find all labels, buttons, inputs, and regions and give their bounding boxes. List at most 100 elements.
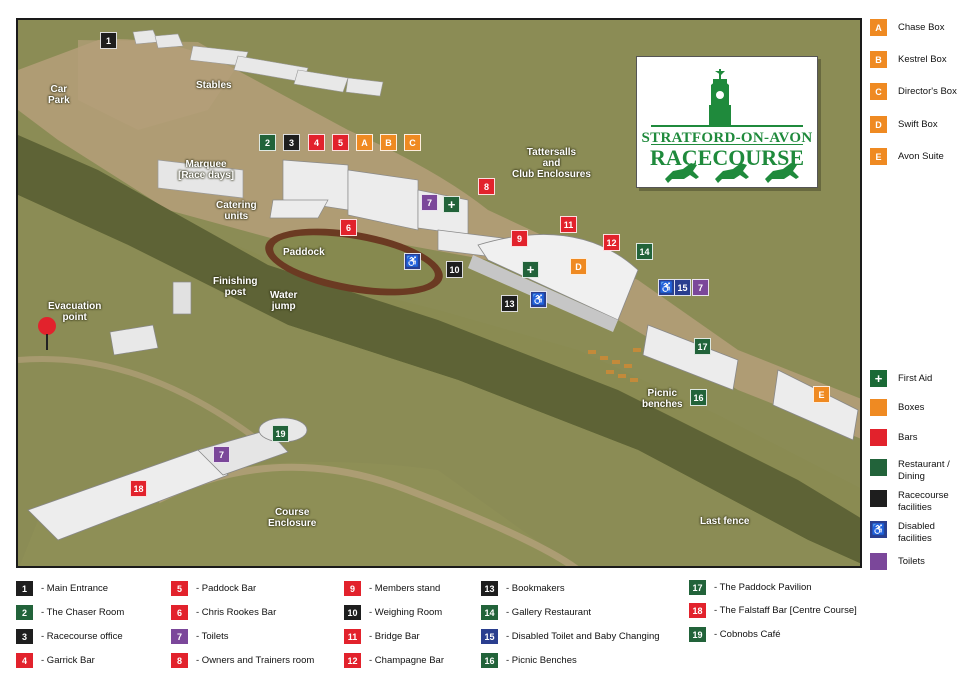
marker-3[interactable]: 3 [283, 134, 300, 151]
legend-name: - Champagne Bar [369, 655, 444, 666]
right-key: A Chase Box B Kestrel Box C Director's B… [870, 0, 980, 692]
marker-16[interactable]: 16 [690, 389, 707, 406]
legend-num: 2 [16, 605, 33, 620]
legend-item-5: 5- Paddock Bar [171, 581, 256, 596]
legend-num: 11 [344, 629, 361, 644]
legend-item-18: 18- The Falstaff Bar [Centre Course] [689, 603, 857, 618]
legend-item-3: 3- Racecourse office [16, 629, 123, 644]
marker-17[interactable]: 17 [694, 338, 711, 355]
first-aid-icon[interactable]: + [443, 196, 460, 213]
legend-item-7: 7 - Toilets [171, 629, 229, 644]
marker-7-main[interactable]: 7 [421, 194, 438, 211]
legend-name: - Toilets [196, 631, 229, 642]
legend-num: 15 [481, 629, 498, 644]
key-box-B-swatch: B [870, 51, 887, 68]
legend-name: - Bridge Bar [369, 631, 420, 642]
marker-9[interactable]: 9 [511, 230, 528, 247]
legend-name: - Weighing Room [369, 607, 443, 618]
marker-B[interactable]: B [380, 134, 397, 151]
disabled-icon-gallery[interactable]: ♿ [658, 279, 675, 296]
legend-item-19: 19- Cobnobs Café [689, 627, 781, 642]
marker-1[interactable]: 1 [100, 32, 117, 49]
legend-num: 7 [171, 629, 188, 644]
marker-13[interactable]: 13 [501, 295, 518, 312]
legend-num: 3 [16, 629, 33, 644]
logo-line2: RACECOURSE [649, 145, 805, 170]
legend-num: 10 [344, 605, 361, 620]
key-first-aid: + First Aid [870, 370, 932, 387]
key-first-aid-label: First Aid [898, 373, 933, 384]
key-toilets-swatch [870, 553, 887, 570]
legend-item-12: 12- Champagne Bar [344, 653, 444, 668]
legend-item-15: 15- Disabled Toilet and Baby Changing [481, 629, 660, 644]
map-label-marquee: Marquee[Race days] [178, 159, 235, 181]
legend-name: - Main Entrance [41, 583, 109, 594]
marker-10[interactable]: 10 [446, 261, 463, 278]
marker-D[interactable]: D [570, 258, 587, 275]
marker-C[interactable]: C [404, 134, 421, 151]
legend-num: 18 [689, 603, 706, 618]
legend-name: - Bookmakers [506, 583, 565, 594]
marker-12[interactable]: 12 [603, 234, 620, 251]
map-label-paddock: Paddock [283, 247, 325, 258]
legend-item-14: 14 - Gallery Restaurant [481, 605, 591, 620]
key-box-C-swatch: C [870, 83, 887, 100]
marker-7-course[interactable]: 7 [213, 446, 230, 463]
marker-19[interactable]: 19 [272, 425, 289, 442]
key-bars-swatch [870, 429, 887, 446]
first-aid-icon-stand[interactable]: + [522, 261, 539, 278]
marker-4[interactable]: 4 [308, 134, 325, 151]
marker-5[interactable]: 5 [332, 134, 349, 151]
disabled-icon-paddock[interactable]: ♿ [404, 253, 421, 270]
legend-item-13: 13 - Bookmakers [481, 581, 565, 596]
legend-item-16: 16- Picnic Benches [481, 653, 577, 668]
marker-6[interactable]: 6 [340, 219, 357, 236]
marker-14[interactable]: 14 [636, 243, 653, 260]
logo-line1: STRATFORD-ON-AVON [641, 130, 813, 146]
disabled-icon-stand[interactable]: ♿ [530, 291, 547, 308]
legend-item-11: 11 - Bridge Bar [344, 629, 420, 644]
marker-11[interactable]: 11 [560, 216, 577, 233]
legend-item-2: 2 - The Chaser Room [16, 605, 124, 620]
legend-name: - Gallery Restaurant [506, 607, 592, 618]
key-boxes-label: Boxes [898, 402, 925, 413]
key-box-E-swatch: E [870, 148, 887, 165]
legend-name: - The Chaser Room [41, 607, 125, 618]
legend-num: 13 [481, 581, 498, 596]
legend-item-4: 4- Garrick Bar [16, 653, 95, 668]
legend-num: 14 [481, 605, 498, 620]
legend-num: 17 [689, 580, 706, 595]
legend-name: - Cobnobs Café [714, 629, 781, 640]
marker-7-gallery[interactable]: 7 [692, 279, 709, 296]
key-bars-label: Bars [898, 432, 918, 443]
key-box-C-name: Director's Box [898, 86, 957, 97]
key-box-C: C Director's Box [870, 83, 957, 100]
marker-18[interactable]: 18 [130, 480, 147, 497]
legend-item-1: 1 - Main Entrance [16, 581, 108, 596]
marker-A[interactable]: A [356, 134, 373, 151]
key-box-D: D Swift Box [870, 116, 938, 133]
marker-E[interactable]: E [813, 386, 830, 403]
marker-2[interactable]: 2 [259, 134, 276, 151]
marker-8[interactable]: 8 [478, 178, 495, 195]
marker-15[interactable]: 15 [674, 279, 691, 296]
key-bars: Bars [870, 429, 918, 446]
key-box-A-swatch: A [870, 19, 887, 36]
key-box-E-name: Avon Suite [898, 151, 944, 162]
key-toilets: Toilets [870, 553, 925, 570]
legend-num: 1 [16, 581, 33, 596]
legend-name: - Members stand [369, 583, 441, 594]
legend-item-8: 8- Owners and Trainers room [171, 653, 314, 668]
legend-num: 16 [481, 653, 498, 668]
